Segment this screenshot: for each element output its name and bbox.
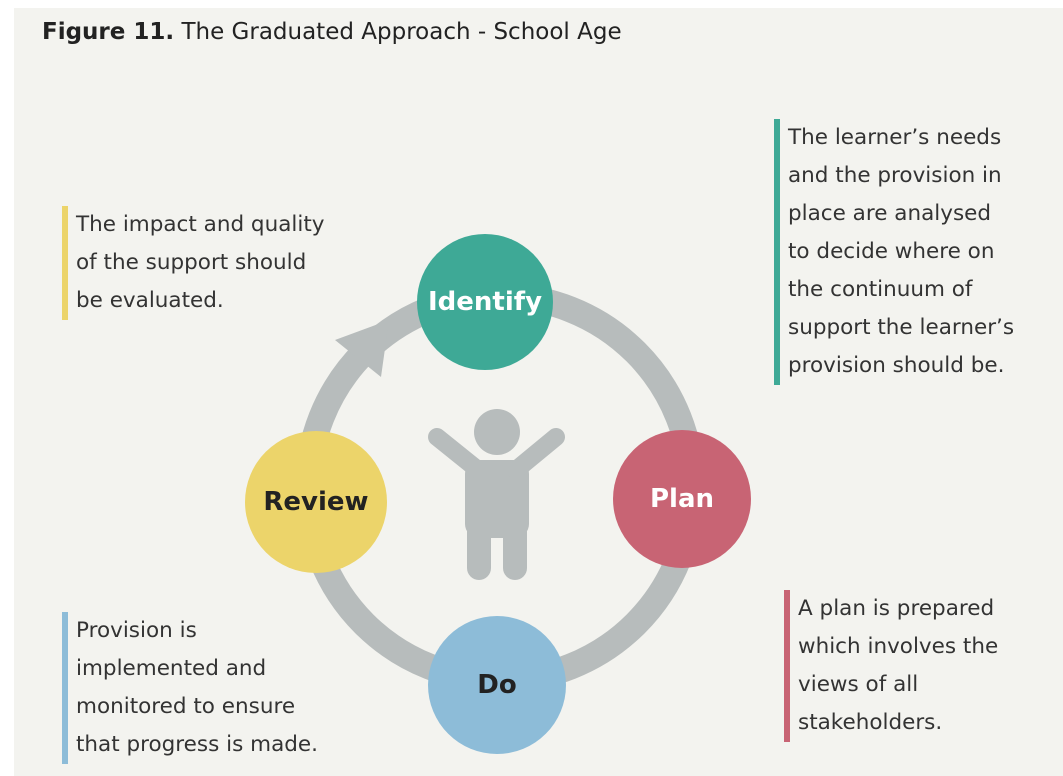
note-review-line: of the support should <box>76 250 307 275</box>
note-plan-line: which involves the <box>798 634 999 659</box>
stage-plan: Plan <box>613 430 751 568</box>
figure-label: Figure 11. <box>42 19 175 45</box>
person-arms-raised-icon <box>428 409 565 580</box>
note-identify-line: provision should be. <box>788 353 1005 378</box>
stage-do: Do <box>428 616 566 754</box>
stage-review-label: Review <box>263 487 369 517</box>
note-review: The impact and quality of the support sh… <box>62 206 324 320</box>
stage-review: Review <box>245 431 387 573</box>
note-do-line: Provision is <box>76 618 197 643</box>
stage-identify: Identify <box>417 234 553 370</box>
note-review-line: be evaluated. <box>76 288 224 313</box>
note-identify-line: place are analysed <box>788 201 992 226</box>
stage-do-label: Do <box>477 670 517 700</box>
note-identify: The learner’s needs and the provision in… <box>774 119 1014 385</box>
note-identify-line: support the learner’s <box>788 315 1015 340</box>
note-plan-bar <box>784 590 790 742</box>
note-do: Provision is implemented and monitored t… <box>62 612 318 764</box>
figure-title: Figure 11. The Graduated Approach - Scho… <box>42 19 622 45</box>
stage-plan-label: Plan <box>649 484 715 514</box>
note-do-bar <box>62 612 68 764</box>
note-do-line: monitored to ensure <box>76 694 296 719</box>
note-identify-line: to decide where on <box>788 239 995 264</box>
note-identify-line: the continuum of <box>788 277 973 302</box>
note-identify-bar <box>774 119 780 385</box>
note-identify-line: and the provision in <box>788 163 1002 188</box>
note-review-line: The impact and quality <box>76 212 325 237</box>
note-identify-line: The learner’s needs <box>788 125 1002 150</box>
note-review-bar <box>62 206 68 320</box>
stage-identify-label: Identify <box>427 287 543 317</box>
note-plan-line: A plan is prepared <box>798 596 995 621</box>
note-do-line: implemented and <box>76 656 267 681</box>
cycle-arrow-icon <box>335 320 389 377</box>
note-plan: A plan is prepared which involves the vi… <box>784 590 998 742</box>
note-plan-line: stakeholders. <box>798 710 943 735</box>
note-do-line: that progress is made. <box>76 732 318 757</box>
figure-caption: The Graduated Approach - School Age <box>181 19 622 45</box>
note-plan-line: views of all <box>798 672 919 697</box>
